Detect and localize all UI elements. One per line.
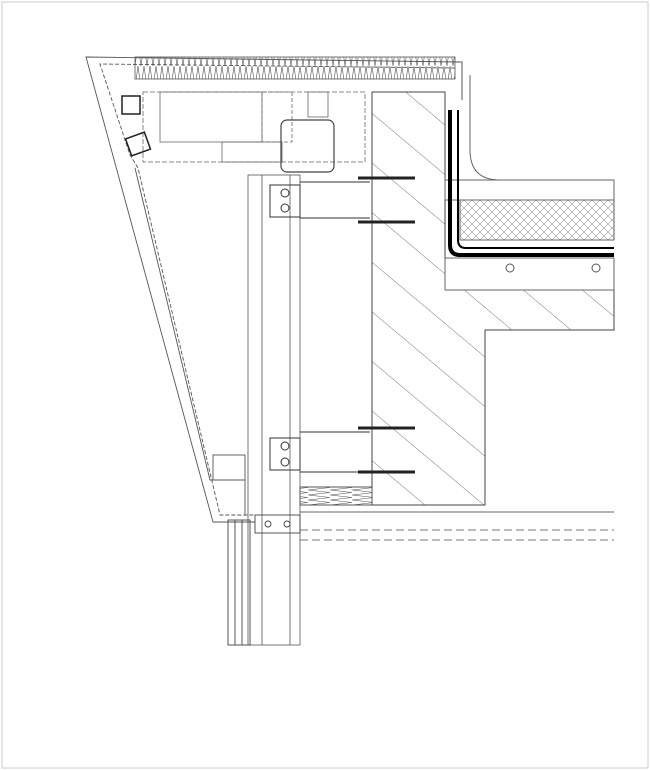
subframe [142, 91, 366, 163]
steel-column [247, 174, 301, 646]
anchor-bracket-lower [269, 431, 370, 473]
soffit-insulation [299, 486, 373, 506]
anchor-bracket-upper [269, 181, 370, 219]
bracket-clip-top [121, 95, 141, 115]
anchor-bolts [358, 176, 415, 474]
window-frame [227, 514, 301, 646]
concrete-slab [371, 91, 615, 506]
top-insulation [134, 56, 463, 100]
steel-box-section [280, 119, 335, 173]
bracket-clip-angled [124, 131, 152, 157]
roof-buildup [444, 75, 615, 291]
